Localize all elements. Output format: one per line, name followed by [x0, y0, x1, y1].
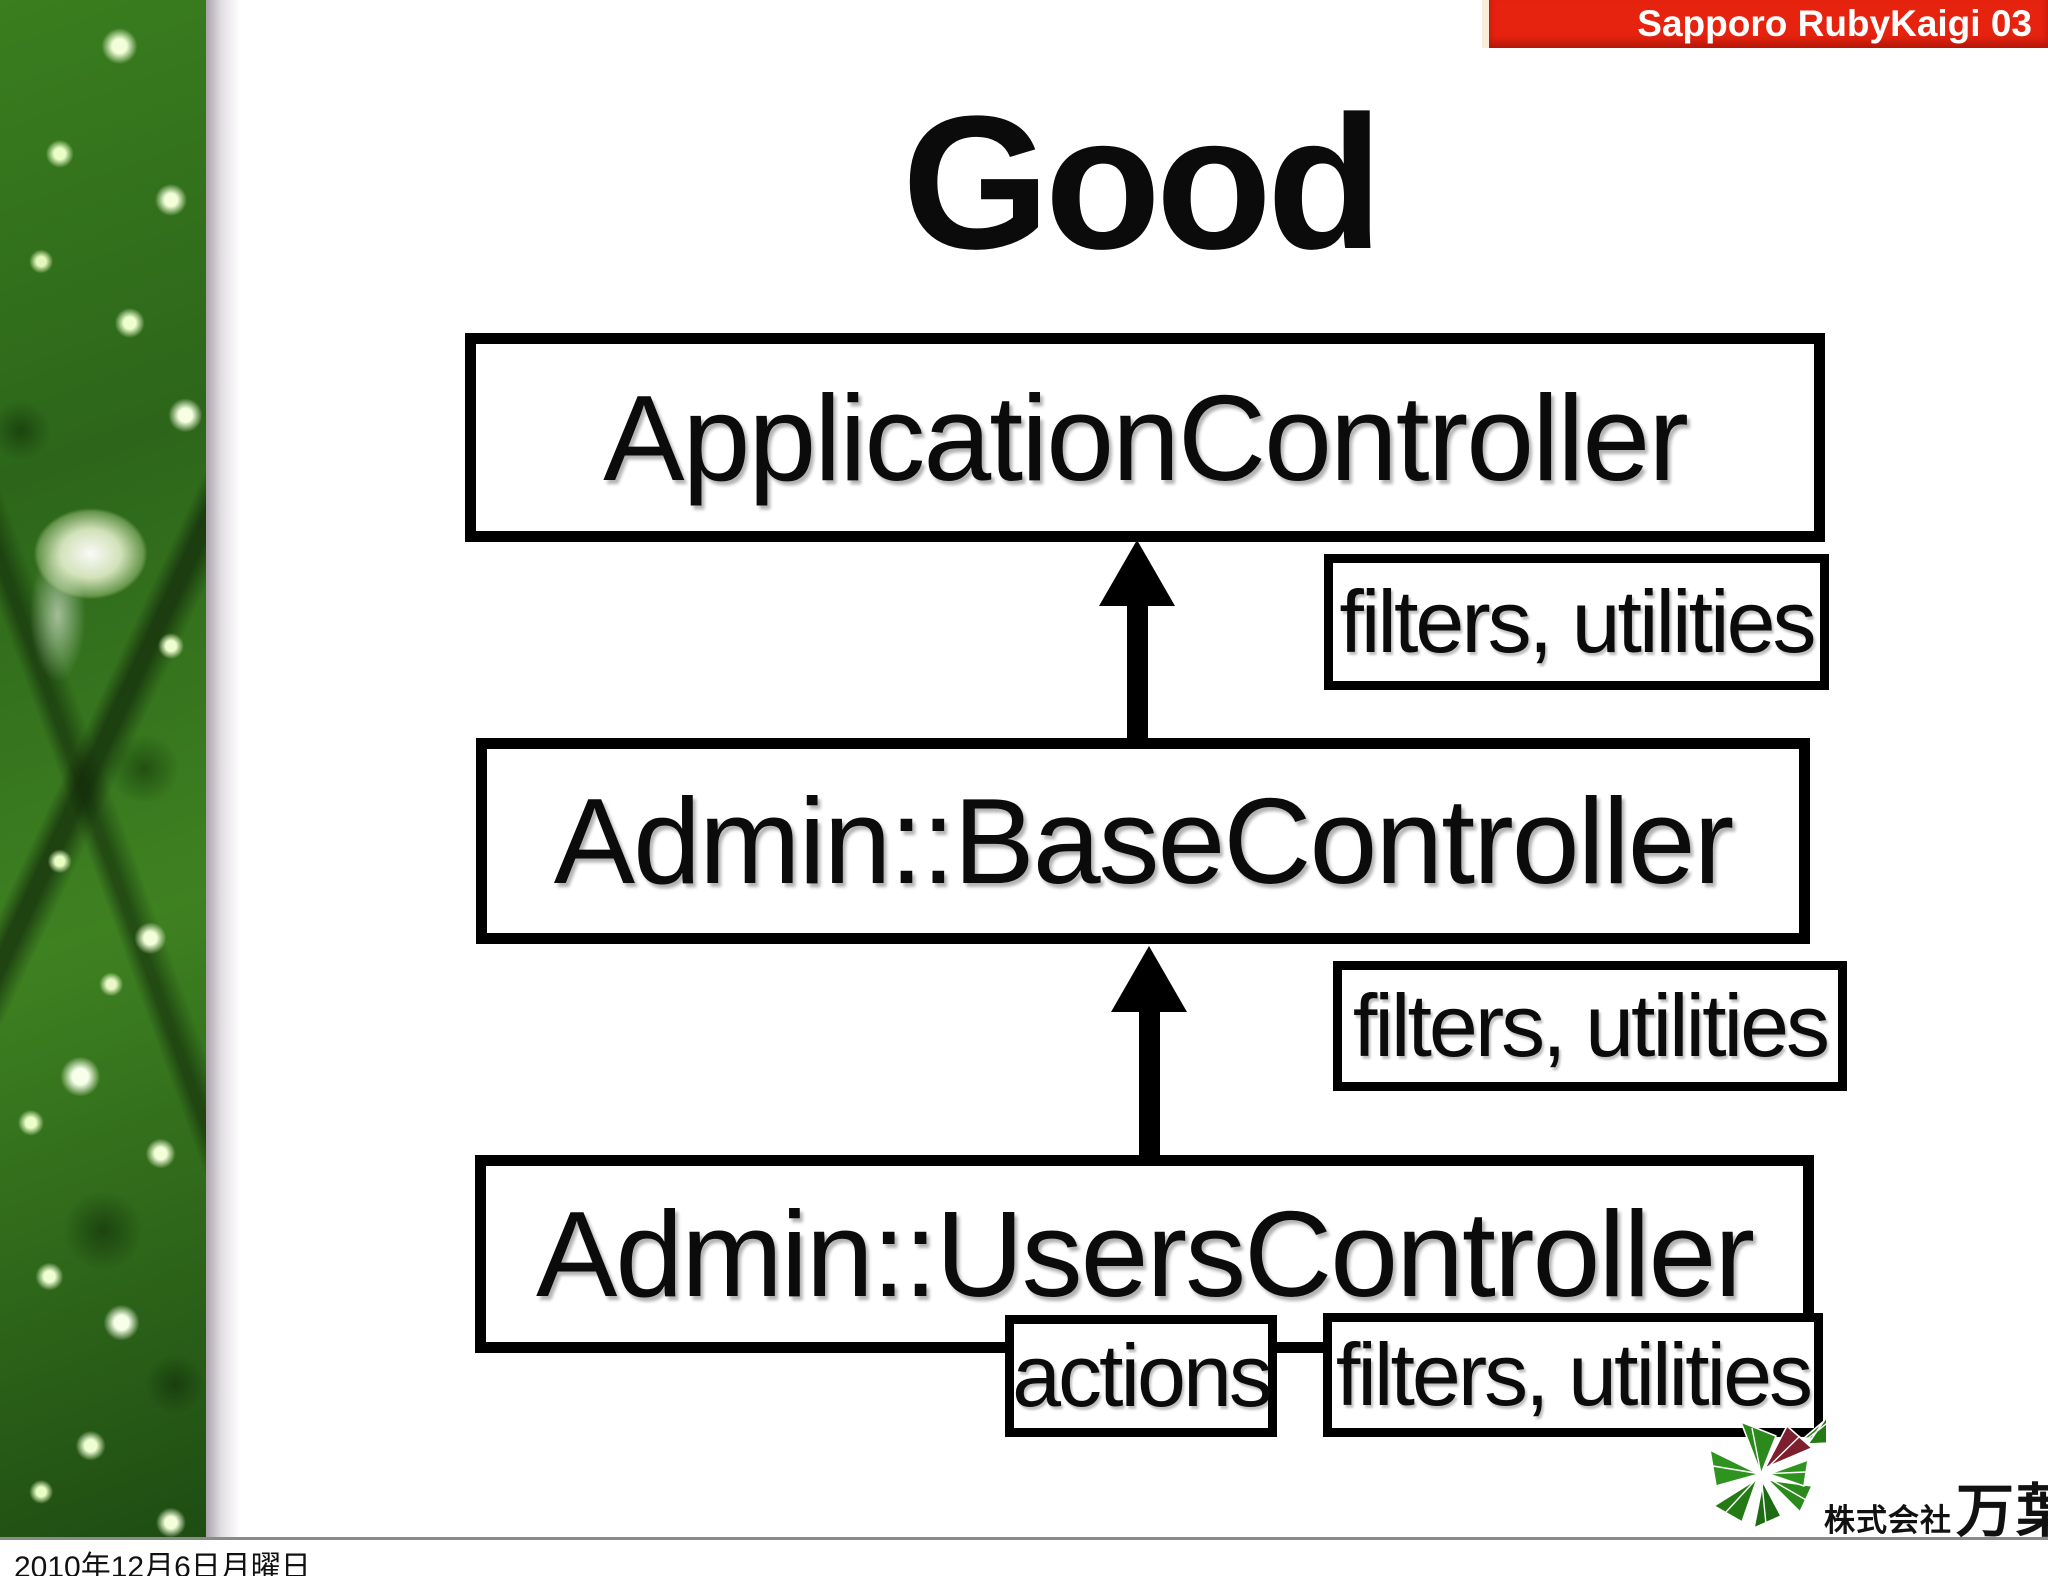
arrow-head	[1111, 946, 1187, 1012]
footer-separator-line	[0, 1537, 2048, 1540]
inheritance-arrow-up-icon	[1111, 946, 1187, 1156]
arrow-head	[1099, 540, 1175, 606]
company-name-label: 万葉	[1956, 1479, 2048, 1544]
class-label: ApplicationController	[603, 369, 1689, 506]
footer-date: 2010年12月6日月曜日	[14, 1551, 311, 1576]
company-prefix-label: 株式会社	[1824, 1503, 1952, 1538]
annotation-label: actions	[1012, 1326, 1273, 1425]
annotation-box-filters-utilities-2: filters, utilities	[1333, 961, 1847, 1091]
class-label: Admin::BaseController	[553, 773, 1735, 909]
conference-banner-label: Sapporo RubyKaigi 03	[1637, 3, 2032, 44]
class-box-admin-users-controller: Admin::UsersController	[475, 1155, 1814, 1353]
arrow-shaft	[1138, 1012, 1160, 1156]
tree-photo-strip	[0, 0, 206, 1538]
annotation-box-actions: actions	[1005, 1315, 1277, 1437]
annotation-label: filters, utilities	[1339, 572, 1816, 671]
class-box-admin-base-controller: Admin::BaseController	[476, 738, 1810, 944]
conference-banner: Sapporo RubyKaigi 03	[1482, 0, 2048, 48]
annotation-box-filters-utilities-1: filters, utilities	[1324, 554, 1829, 690]
class-label: Admin::UsersController	[535, 1186, 1755, 1322]
class-box-application-controller: ApplicationController	[465, 333, 1825, 542]
inheritance-arrow-up-icon	[1099, 540, 1175, 740]
annotation-label: filters, utilities	[1352, 976, 1830, 1075]
annotation-box-filters-utilities-3: filters, utilities	[1323, 1313, 1823, 1437]
leaf-pinwheel-logo-icon	[1709, 1417, 1826, 1529]
company-name: 株式会社 万葉	[1824, 1464, 2048, 1548]
slide-title: Good	[902, 77, 1383, 289]
tree-strip-shadow	[206, 0, 240, 1538]
arrow-shaft	[1126, 606, 1148, 740]
company-logo: 株式会社 万葉	[1686, 1392, 2048, 1544]
annotation-label: filters, utilities	[1335, 1325, 1813, 1424]
